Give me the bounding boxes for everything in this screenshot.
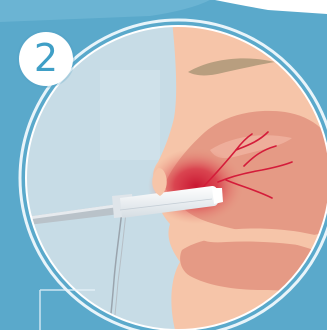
- step-number-badge: 2: [19, 32, 73, 86]
- step-number: 2: [34, 39, 58, 77]
